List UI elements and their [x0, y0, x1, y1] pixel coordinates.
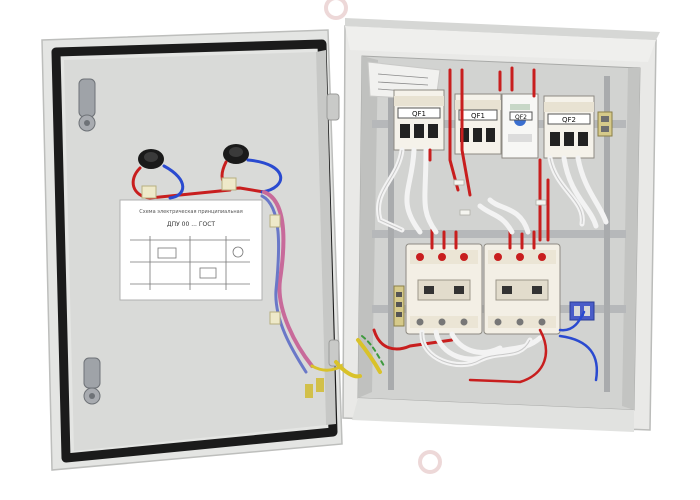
white-wiring-outline [378, 149, 583, 366]
diagram-title: ДПУ 00 ... ГОСТ [167, 221, 216, 228]
ground-wiring [334, 335, 385, 379]
hinge-icon [78, 78, 96, 132]
contactor-icon [483, 243, 561, 335]
contactor-icon [405, 243, 483, 335]
circuit-breaker-icon: QF1 [393, 89, 445, 151]
breaker-label-2: QF1 [471, 112, 485, 120]
terminal-block-icon [569, 301, 595, 321]
cabinet-door: Схема электрическая принципиальная ДПУ 0… [41, 29, 352, 471]
diagram-subtitle: Схема электрическая принципиальная [139, 209, 242, 215]
terminal-block-icon [393, 285, 405, 327]
breaker-label-3: QF2 [562, 116, 576, 124]
indicator-lamp-icon [138, 149, 164, 169]
hinge-icon [83, 357, 101, 405]
indicator-lamp-icon [223, 144, 249, 164]
control-wiring [468, 310, 599, 384]
circuit-breaker-icon: QF2 [543, 95, 595, 159]
schematic-diagram: Схема электрическая принципиальная ДПУ 0… [119, 199, 263, 301]
terminal-block-icon [597, 111, 613, 137]
cable-ties [453, 179, 547, 216]
phase-relay [501, 93, 539, 159]
breaker-label-4: QF2 [515, 114, 527, 121]
breaker-label-1: QF1 [412, 110, 426, 118]
